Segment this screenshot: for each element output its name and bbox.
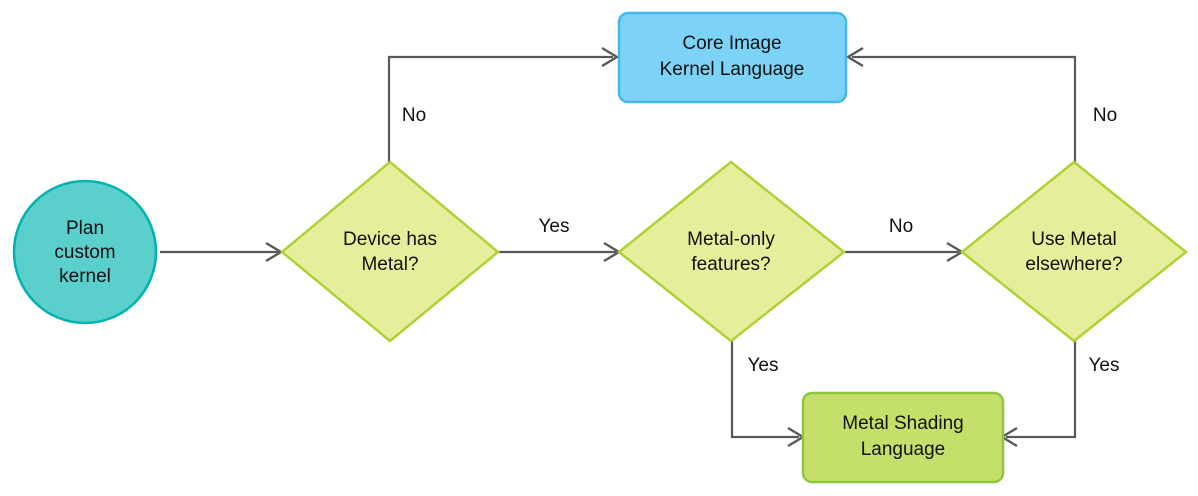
node-use-metal-elsewhere[interactable]: Use Metal elsewhere? xyxy=(959,160,1189,343)
decision-label-metal-only-line2: features? xyxy=(691,254,770,275)
edge-label-metalonly-no: No xyxy=(889,216,913,237)
edge-usemetal-yes-to-shading: Yes xyxy=(999,341,1120,448)
decision-diamond-use-metal[interactable] xyxy=(959,160,1189,343)
decision-label-device-metal-line1: Device has xyxy=(343,229,437,250)
outcome-label-core-image-line1: Core Image xyxy=(682,33,781,54)
outcome-label-core-image-line2: Kernel Language xyxy=(660,59,805,80)
decision-label-use-metal-line1: Use Metal xyxy=(1031,229,1117,250)
edge-usemetal-no-to-coreimage: No xyxy=(845,46,1117,163)
edge-line xyxy=(852,55,1077,163)
decision-label-use-metal-line2: elsewhere? xyxy=(1025,254,1122,275)
outcome-label-metal-shading-line2: Language xyxy=(861,439,946,460)
edge-line xyxy=(387,55,613,163)
decision-label-metal-only-line1: Metal-only xyxy=(687,229,775,250)
node-metal-shading-language[interactable]: Metal Shading Language xyxy=(801,391,1005,484)
arrow-head-icon xyxy=(601,46,620,68)
decision-diamond-metal-only[interactable] xyxy=(616,160,847,343)
start-node-label-line3: kernel xyxy=(59,266,111,287)
start-node-label-line2: custom xyxy=(54,242,115,263)
edge-device-no-to-coreimage: No xyxy=(387,46,620,163)
node-device-has-metal[interactable]: Device has Metal? xyxy=(280,160,500,343)
node-metal-only-features[interactable]: Metal-only features? xyxy=(616,160,847,343)
decision-diamond-device-metal[interactable] xyxy=(280,160,500,343)
arrow-head-icon xyxy=(845,46,864,68)
edge-label-metalonly-yes: Yes xyxy=(748,355,779,376)
outcome-box-metal-shading[interactable] xyxy=(801,391,1005,484)
edge-metalonly-no-to-usemetal: No xyxy=(845,216,965,263)
edge-start-to-device xyxy=(160,241,284,263)
edge-metalonly-yes-to-shading: Yes xyxy=(730,341,806,448)
node-core-image-kernel-language[interactable]: Core Image Kernel Language xyxy=(617,11,848,104)
edge-label-device-no: No xyxy=(402,105,426,126)
node-plan-custom-kernel[interactable]: Plan custom kernel xyxy=(12,179,158,325)
edge-label-usemetal-yes: Yes xyxy=(1089,355,1120,376)
edge-line xyxy=(1006,341,1077,439)
decision-label-device-metal-line2: Metal? xyxy=(361,254,418,275)
edge-label-usemetal-no: No xyxy=(1093,105,1117,126)
outcome-label-metal-shading-line1: Metal Shading xyxy=(842,413,963,434)
edge-line xyxy=(730,341,799,439)
start-node-label-line1: Plan xyxy=(66,218,104,239)
outcome-box-core-image[interactable] xyxy=(617,11,848,104)
start-node-circle[interactable] xyxy=(12,179,158,325)
edge-device-yes-to-metalonly: Yes xyxy=(499,216,622,263)
edge-label-device-yes: Yes xyxy=(539,216,570,237)
